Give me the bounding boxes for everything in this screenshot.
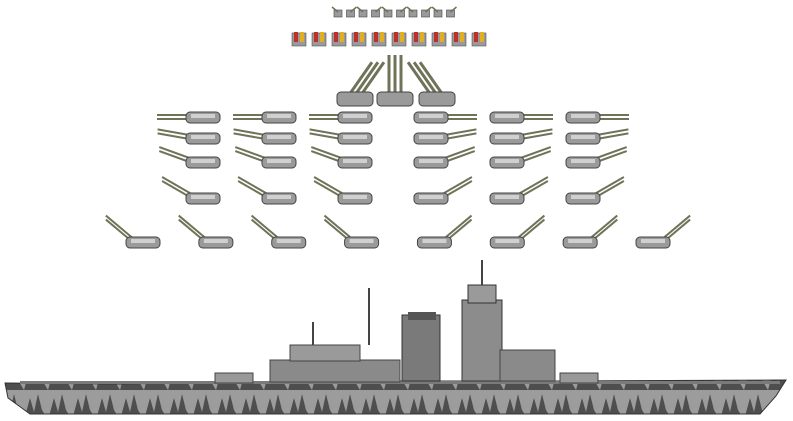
main-turret-sprite [336,61,386,107]
small-gun-sprite [446,6,457,18]
secondary-turret-sprite [635,214,691,249]
secondary-turret-sprite [565,128,629,145]
secondary-turret-sprite [161,176,221,205]
secondary-turret-sprite [489,111,553,124]
main-turret-sprites [336,55,456,107]
secondary-turret-sprite [489,214,546,249]
main-turret-sprite [376,55,414,107]
secondary-turret-sprite [234,146,297,169]
secondary-turret-sprite [323,214,380,249]
secondary-turret-sprite [413,111,477,124]
secondary-turret-sprite [157,111,221,124]
secondary-turret-sprite [309,128,373,145]
small-gun-sprite [396,6,407,18]
secondary-turret-sprite [309,111,373,124]
superstructure-fore [499,349,556,382]
superstructure-aft [269,359,401,383]
hull [4,379,787,415]
battleship-hull [4,260,787,415]
flak-sprite [331,32,347,47]
secondary-turret-sprite [562,214,618,249]
flak-sprite [311,32,327,47]
secondary-turret-sprite [565,176,625,205]
flak-sprite [411,32,427,47]
flak-sprite [371,32,387,47]
funnel [401,314,441,382]
flak-sprite [471,32,487,47]
main-turret-sprite [406,61,456,107]
flak-sprite [431,32,447,47]
small-gun-sprite [406,6,418,18]
secondary-turret-sprite [158,146,221,169]
secondary-turret-sprite [565,146,628,169]
small-gun-sprite [371,6,382,18]
secondary-turret-sprite [416,214,473,249]
secondary-turret-sprite [489,146,552,169]
secondary-turret-sprite [313,176,373,205]
secondary-turret-sprite [233,111,297,124]
fore-turret [559,372,599,384]
secondary-turret-sprite [237,176,297,205]
secondary-turret-sprite [413,176,473,205]
small-gun-sprite [356,6,368,18]
small-gun-sprites [331,6,457,18]
secondary-turret-sprite [310,146,373,169]
funnel-cap [408,312,436,320]
secondary-turret-sprite [413,146,476,169]
secondary-turret-sprite [489,176,549,205]
secondary-turret-sprite [413,128,477,145]
bridge-tower [461,299,503,382]
secondary-turret-sprite [250,214,307,249]
secondary-turret-sprite [178,214,234,249]
bridge-top [467,284,497,304]
secondary-turret-sprite [565,111,629,124]
flak-sprite [291,32,307,47]
small-gun-sprite [331,6,343,18]
flak-sprites [291,32,487,47]
small-gun-sprite [421,6,432,18]
flak-sprite [351,32,367,47]
small-gun-sprite [346,6,357,18]
secondary-turret-sprite [105,214,161,249]
aft-turret [214,372,254,384]
small-gun-sprite [381,6,393,18]
small-gun-sprite [431,6,443,18]
secondary-turret-sprite [233,128,297,145]
secondary-turret-sprite [489,128,553,145]
secondary-turret-sprite [157,128,221,145]
flak-sprite [391,32,407,47]
superstructure-mid [289,344,361,362]
flak-sprite [451,32,467,47]
secondary-turret-sprites [105,111,691,249]
